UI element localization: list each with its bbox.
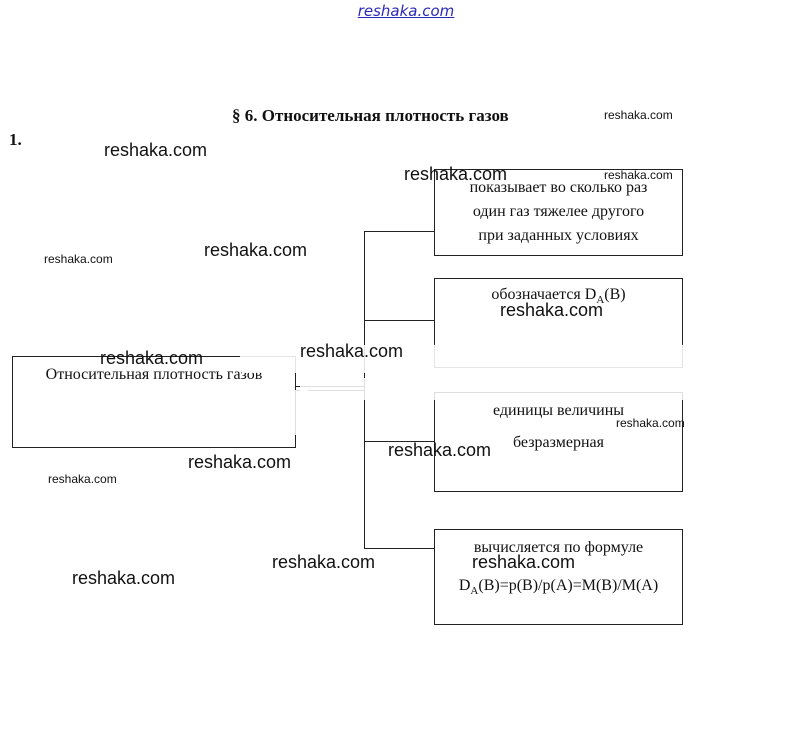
formula-text: DA(B)=p(B)/p(A)=M(B)/M(A) (458, 577, 659, 598)
root-concept-label: Относительная плотность газов (45, 366, 263, 383)
watermark: reshaka.com (188, 452, 292, 472)
definition-line-2: один газ тяжелее другого (472, 203, 645, 220)
watermark: reshaka.com (388, 440, 492, 460)
watermark: reshaka.com (604, 168, 673, 182)
formula-box: вычисляется по формуле DA(B)=p(B)/p(A)=M… (434, 529, 683, 625)
erased-area-3 (300, 378, 720, 400)
page-title: § 6. Относительная плотность газов (232, 106, 509, 125)
watermark: reshaka.com (472, 552, 576, 572)
watermark: reshaka.com (204, 240, 308, 260)
watermark: reshaka.com (72, 568, 176, 588)
watermark: reshaka.com (44, 252, 113, 266)
connector-branch-3 (364, 441, 434, 442)
watermark: reshaka.com (500, 300, 604, 320)
formula-caption: вычисляется по формуле (473, 539, 644, 556)
definition-line-3: при заданных условиях (478, 227, 639, 244)
task-number: 1. (9, 130, 22, 149)
watermark: reshaka.com (300, 341, 404, 361)
watermark: reshaka.com (48, 472, 117, 486)
watermark: reshaka.com (104, 140, 208, 160)
erased-area (80, 390, 310, 435)
connector-branch-4 (364, 548, 434, 549)
watermark: reshaka.com (604, 108, 673, 122)
definition-box: показывает во сколько раз один газ тяжел… (434, 169, 683, 256)
watermark: reshaka.com (100, 348, 204, 368)
definition-line-1: показывает во сколько раз (469, 179, 648, 196)
watermark: reshaka.com (272, 552, 376, 572)
connector-branch-1 (364, 231, 434, 232)
notation-text: обозначается DA(B) (491, 286, 626, 307)
erased-area-2 (240, 345, 710, 373)
watermark: reshaka.com (404, 164, 508, 184)
site-header-link[interactable]: reshaka.com (357, 2, 455, 20)
watermark: reshaka.com (616, 416, 685, 430)
connector-branch-2 (364, 320, 434, 321)
units-box: единицы величины безразмерная (434, 392, 683, 492)
units-line-2: безразмерная (513, 434, 604, 451)
units-line-1: единицы величины (492, 402, 625, 419)
